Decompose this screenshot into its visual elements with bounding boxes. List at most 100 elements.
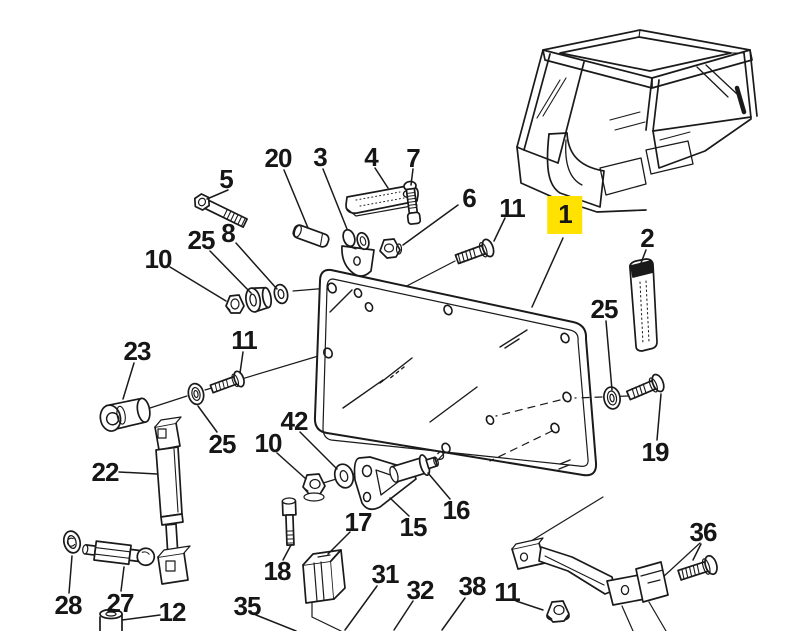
leader-line-12-26 [121, 614, 161, 621]
part-label-11-6[interactable]: 11 [499, 193, 525, 223]
leader-line-11-15 [239, 351, 244, 374]
leader-line-32-29 [393, 600, 414, 631]
part-label-5-0[interactable]: 5 [219, 164, 234, 194]
leader-line-20-1 [283, 169, 309, 229]
part-10-nut-upper [225, 294, 245, 314]
leader-line-15-20 [389, 497, 410, 517]
part-28-grommet [62, 530, 82, 554]
leader-line-7-4 [410, 168, 414, 186]
leader-line-6-5 [402, 204, 459, 246]
leader-line-5-0 [206, 189, 229, 200]
part-17-striker-block [302, 549, 346, 604]
part-label-32-29[interactable]: 32 [406, 575, 435, 605]
leader-line-10-9 [169, 266, 227, 302]
part-25-bushing-upper [245, 286, 273, 313]
part-label-38-30[interactable]: 38 [458, 571, 487, 601]
part-label-11-15[interactable]: 11 [231, 325, 257, 355]
panel-holes [323, 282, 572, 454]
leader-line-31-28 [344, 585, 378, 631]
part-11-bolt-midleft [209, 370, 245, 394]
part-11-bolt-top [454, 238, 495, 265]
leader-line-2-11 [640, 249, 647, 264]
part-label-31-28[interactable]: 31 [371, 559, 400, 589]
part-label-28-24[interactable]: 28 [54, 590, 83, 620]
part-handle-bracket [511, 537, 646, 606]
part-label-11-31[interactable]: 11 [494, 577, 520, 607]
part-label-6-5[interactable]: 6 [462, 183, 477, 213]
leader-line-42-19 [299, 431, 338, 470]
part-19-bolt [625, 373, 665, 401]
part-label-22-17[interactable]: 22 [91, 457, 120, 487]
part-label-4-3[interactable]: 4 [364, 142, 379, 172]
part-6-nut [379, 238, 403, 259]
part-label-25-12[interactable]: 25 [590, 294, 619, 324]
leader-line-18-23 [282, 544, 292, 561]
part-label-8-8[interactable]: 8 [221, 218, 236, 248]
part-22-gas-strut [154, 416, 191, 585]
leader-line-8-8 [235, 242, 278, 290]
part-42-washer [333, 463, 355, 489]
part-label-19-13[interactable]: 19 [641, 437, 670, 467]
part-label-15-20[interactable]: 15 [399, 512, 428, 542]
leader-line-38-30 [441, 597, 466, 631]
part-label-25-16[interactable]: 25 [208, 429, 237, 459]
part-label-16-21[interactable]: 16 [442, 495, 471, 525]
leader-line-36-32 [692, 543, 702, 561]
leader-line-10-18 [276, 452, 307, 480]
part-36-bolt [677, 554, 718, 581]
part-label-25-7[interactable]: 25 [187, 225, 216, 255]
part-12-spacer [99, 608, 123, 631]
part-5-bolt [193, 193, 248, 228]
part-label-27-25[interactable]: 27 [106, 588, 135, 618]
leader-line-23-14 [122, 362, 135, 400]
part-label-7-4[interactable]: 7 [406, 143, 421, 173]
cab-frame-sketch [516, 29, 758, 213]
part-label-10-18[interactable]: 10 [254, 428, 283, 458]
part-label-23-14[interactable]: 23 [123, 336, 152, 366]
leader-line-3-2 [322, 168, 348, 230]
part-25-washer-midleft [187, 382, 205, 406]
leader-line-19-13 [656, 393, 662, 441]
part-16-latch-pin [389, 451, 445, 483]
part-label-18-23[interactable]: 18 [263, 556, 292, 586]
leader-line-25-7 [209, 250, 252, 294]
leader-line-27-25 [120, 566, 125, 592]
part-2-rubber-strip [629, 258, 658, 352]
panel-dashed-axes [489, 395, 629, 462]
part-25-washer-right [603, 386, 621, 410]
leader-line-11-31 [515, 600, 544, 611]
part-23-ball-socket [99, 397, 151, 432]
part-7-bolt [403, 180, 422, 225]
part-label-12-26[interactable]: 12 [158, 597, 187, 627]
leader-line-25-16 [197, 405, 218, 433]
leader-line-17-22 [327, 531, 351, 555]
leader-line-1-10 [531, 237, 564, 308]
leader-line-28-24 [68, 555, 73, 594]
part-11-nut-bottom [546, 600, 570, 623]
glass-reflections [329, 289, 571, 470]
part-label-35-27[interactable]: 35 [233, 591, 262, 621]
leader-line-4-3 [374, 167, 389, 189]
part-20-pin [292, 224, 330, 248]
part-label-42-19[interactable]: 42 [280, 406, 309, 436]
part-label-1-10[interactable]: 1 [547, 196, 583, 234]
part-label-3-2[interactable]: 3 [313, 142, 328, 172]
part-1-glass-panel [313, 268, 629, 477]
part-27-ball-stud [82, 540, 156, 567]
leader-line-22-17 [118, 471, 158, 475]
part-label-17-22[interactable]: 17 [344, 507, 373, 537]
part-label-10-9[interactable]: 10 [144, 244, 173, 274]
leader-line-35-27 [255, 614, 297, 631]
part-label-20-1[interactable]: 20 [264, 143, 293, 173]
part-label-36-32[interactable]: 36 [689, 517, 718, 547]
leader-line-16-21 [427, 472, 451, 500]
part-10-nut-mid [302, 473, 326, 502]
part-label-2-11[interactable]: 2 [640, 223, 655, 253]
part-keeper-plate [635, 561, 669, 603]
leader-line-25-12 [605, 320, 613, 391]
part-3-hinge-bracket [341, 228, 375, 277]
